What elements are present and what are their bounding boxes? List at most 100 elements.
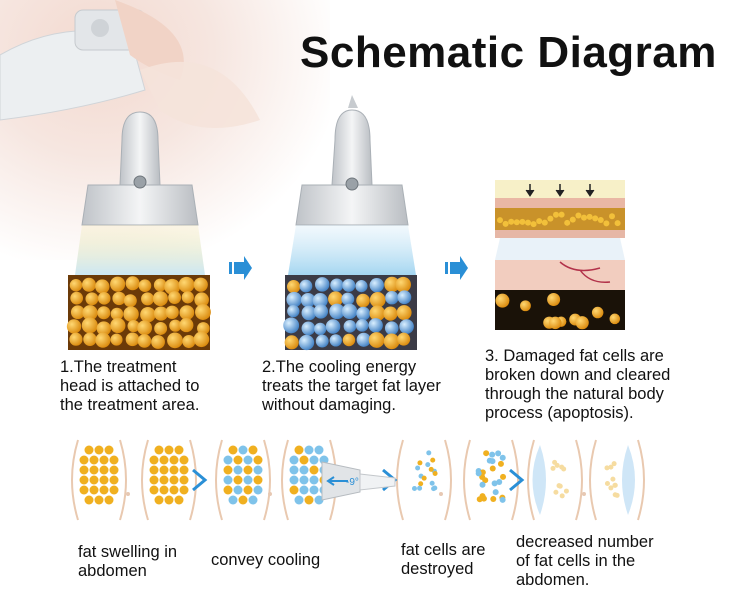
cooled-fat-cell [328,291,344,307]
skin-outline [141,439,197,521]
fat-cell [138,279,152,293]
fat-cell [223,485,233,495]
fat-cell [153,306,169,321]
destroyed-fat-cell [426,450,432,456]
fat-cell [79,485,89,495]
cooled-fat-cell [313,304,329,319]
fat-cell [530,221,537,228]
fat-cell [243,475,253,485]
cooled-fat-cell [369,305,386,322]
fat-cell [96,321,112,336]
treatment-head-step2 [288,95,416,275]
fat-cell [299,475,309,485]
skin-outline [589,439,645,521]
cooled-fat-cell [284,335,299,350]
cooled-fat-cell [384,321,399,335]
fat-cell [97,306,111,320]
cooling-temperature-readout: -9° [346,477,359,488]
fat-cell [154,322,168,335]
cooled-fat-cell [329,303,345,320]
label-line: abdomen. [516,571,590,589]
remaining-fat-cell [604,480,610,486]
fat-cell [69,279,83,292]
cooled-fat-cell [341,292,355,306]
label-line: convey cooling [211,551,321,569]
remaining-fat-cell [610,476,616,482]
fat-cell [104,445,114,455]
fat-cell [69,332,83,346]
fat-cell [79,465,89,475]
destroyed-fat-cell [428,466,434,472]
destroyed-fat-cell [417,485,423,491]
fat-cell [575,212,582,219]
caption-line: 3. Damaged fat cells are [485,347,664,365]
fat-cell [575,316,589,330]
destroyed-fat-cell [475,470,482,477]
caption-line: through the natural body [485,385,664,403]
fat-cell [304,495,314,505]
fat-reduction-flow [71,439,645,521]
fat-cell [536,218,543,225]
cooled-fat-cell [399,319,414,334]
fat-cell [195,304,211,320]
fat-cell [151,335,165,349]
step-2-caption: 2.The cooling energy treats the target f… [262,358,487,415]
pore-dot [126,492,130,496]
fat-cell [99,475,109,485]
fat-cell [83,332,97,346]
fat-cell [299,455,309,465]
destroyed-fat-cell [479,481,486,488]
destroyed-fat-cell [480,495,487,502]
fat-cell [94,495,104,505]
destroyed-fat-cell [499,454,506,461]
fat-cell [168,291,182,304]
fat-cell [253,475,263,485]
caption-line: head is attached to [60,377,200,395]
fat-cell [520,300,531,312]
cooled-fat-cell [298,334,315,351]
fat-cell [70,305,85,320]
destroyed-fat-cell [497,460,504,467]
remaining-fat-cell [604,465,610,471]
cooled-fat-cell [384,276,400,293]
fat-cell [127,320,140,333]
fat-cell [508,218,515,225]
cooled-fat-cell [342,278,356,292]
fat-cell [149,455,159,465]
fat-cell [513,219,520,226]
cooled-fat-cell [312,293,328,309]
fat-cell [89,465,99,475]
destroyed-fat-cell [499,496,506,503]
skin-outline [215,439,271,521]
fat-cell [154,495,164,505]
fat-cell [289,475,299,485]
fat-cell [99,485,109,495]
remaining-fat-cell [553,489,559,495]
caption-line: 1.The treatment [60,358,177,376]
fat-cell [81,277,96,292]
fat-cell [233,475,243,485]
remaining-fat-cell [554,462,560,468]
remaining-fat-cell [612,482,618,488]
fat-cell [304,445,314,455]
fat-cell [193,277,208,292]
fat-cell [164,278,181,295]
fat-cell [84,445,94,455]
destroyed-fat-cell [429,480,435,486]
label-line: destroyed [401,560,474,578]
fat-cell [581,214,587,221]
fat-cell [94,445,104,455]
fat-cell [228,445,238,455]
fat-cell [299,485,309,495]
fat-cell [238,495,248,505]
cooled-fat-cell [395,276,411,293]
cooled-fat-cell [397,290,412,305]
fat-cell [502,220,509,227]
fat-cell [137,334,152,348]
remaining-fat-cell [563,488,569,494]
pore-dot [439,492,443,496]
caption-line: broken down and cleared [485,366,671,384]
fat-cell [112,291,126,306]
skin-outline [527,439,583,521]
